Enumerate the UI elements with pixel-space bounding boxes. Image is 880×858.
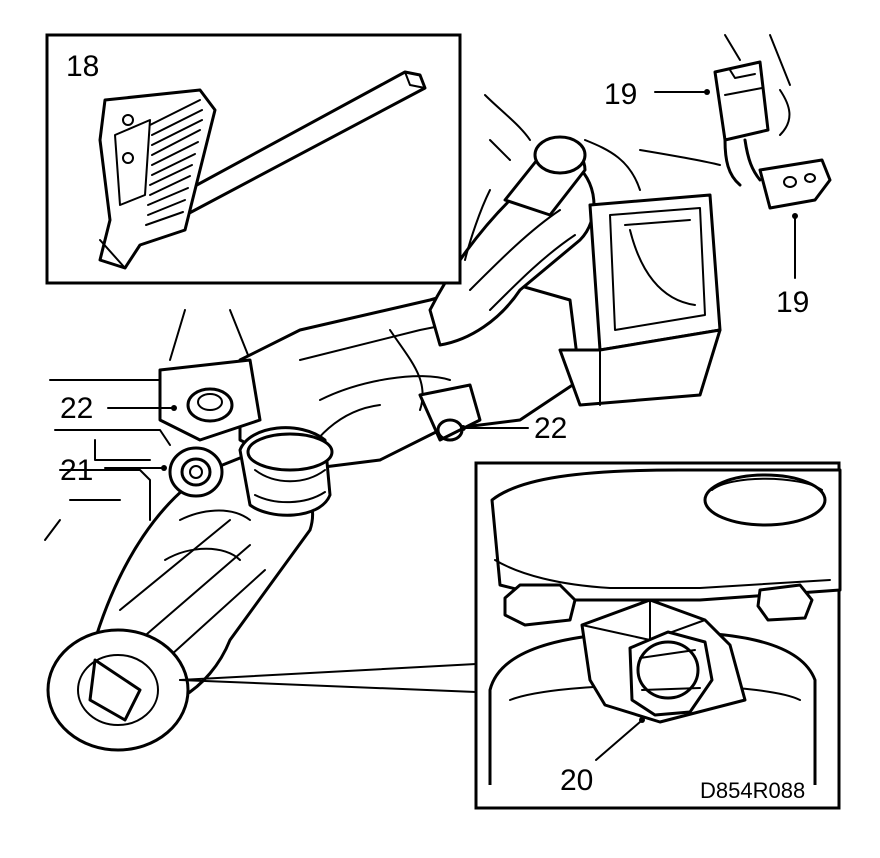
callout-22-right: 22 [534, 412, 567, 445]
inset-panel-part-18: 18 [45, 33, 462, 285]
drawing-code: D854R088 [700, 778, 805, 803]
right-callout-22: 22 [460, 412, 567, 445]
left-callouts: 22 21 [60, 392, 177, 487]
inset-leader [179, 663, 477, 693]
callout-19-top: 19 [604, 78, 637, 111]
inset-panel-part-20: 20 D854R088 [474, 461, 842, 810]
callout-18: 18 [66, 50, 99, 83]
callout-21: 21 [60, 454, 93, 487]
steering-column-assembly [44, 94, 722, 752]
callout-19-bottom: 19 [776, 286, 809, 319]
part-19-connectors: 19 19 [604, 34, 832, 319]
callout-22-left: 22 [60, 392, 93, 425]
callout-20: 20 [560, 764, 593, 797]
